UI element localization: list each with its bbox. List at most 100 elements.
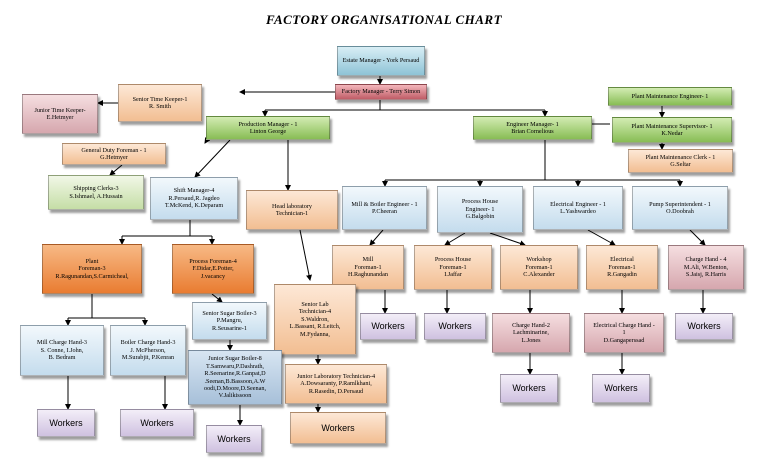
box-text-line: Electrical Charge Hand -: [593, 321, 655, 329]
box-text-line: Head laboratory: [271, 202, 313, 210]
box-text-line: C.Alexander: [523, 271, 555, 279]
box-text-line: Pump Superintendent - 1: [649, 200, 711, 208]
box-text-line: Workshop: [526, 256, 552, 264]
workers-box-charge-hand-4: Workers: [675, 313, 733, 340]
box-text-line: Plant: [85, 257, 99, 265]
box-text-line: Technician-4: [298, 308, 332, 316]
box-text-line: Foreman-1: [608, 263, 636, 271]
box-text-line: M.Surabjit, P.Kenran: [121, 354, 175, 362]
box-text-line: Junior Time Keeper-: [34, 106, 86, 114]
box-text-line: S.Waldron,: [301, 315, 329, 323]
box-text-line: Electrical: [610, 256, 634, 264]
box-text-line: J. McPherson,: [130, 346, 166, 354]
box-text-line: L.Yashwardeo: [560, 208, 596, 215]
factory-manager-box: Factory Manager - Terry Simon: [335, 84, 427, 100]
box-text-line: Engineer- 1: [465, 205, 495, 213]
box-text-line: F.Didar,E.Potter,: [192, 265, 234, 273]
box-text-line: Senior Sugar Boiler-3: [202, 309, 257, 317]
box-text-line: Mill: [362, 256, 374, 264]
workers-box-mill: Workers: [360, 313, 416, 340]
box-text-line: A.Dowsaranty, P.Ramlkhani,: [300, 380, 372, 388]
box-text-line: G.Balgobin: [465, 213, 495, 221]
box-text-line: R. Smith: [148, 103, 171, 110]
workers-box-junior-sugar-boiler: Workers: [206, 425, 262, 453]
box-text-line: Factory Manager - Terry Simon: [341, 88, 421, 96]
box-text-line: L.Bassant, R.Leitch,: [289, 323, 341, 331]
box-text-line: P.Mangru,: [216, 317, 243, 325]
box-text-line: K.Nedar: [661, 130, 683, 137]
box-text-line: 1: [622, 329, 626, 337]
box-text-line: L.Jones: [521, 336, 541, 344]
box-text-line: T.McKend, K.Deparam: [164, 202, 224, 210]
box-text-line: R.Ragunandan,S.Carmicheal,: [55, 272, 129, 280]
box-text-line: D.Gangaperssad: [603, 336, 645, 344]
box-text-line: M.Ali, W.Benton,: [683, 263, 729, 271]
box-text-line: oodi,D.Moore,D.Seenan,: [203, 384, 267, 392]
box-text-line: Shipping Clerks-3: [73, 185, 119, 193]
box-text-line: R.Persaud,R. Jagdeo: [168, 194, 220, 202]
box-text-line: Linton George: [249, 128, 287, 135]
box-text-line: Process House: [461, 198, 499, 206]
estate-manager-box: Estate Manager - York Persaud: [337, 46, 425, 76]
workers-box-process-house: Workers: [424, 313, 486, 340]
box-text-line: Production Manager - 1: [238, 120, 298, 128]
box-text-line: Charge Hand - 4: [685, 256, 727, 264]
box-text-line: S. Conne, I.John,: [40, 346, 84, 354]
chart-title: FACTORY ORGANISATIONAL CHART: [265, 12, 503, 27]
box-text-line: Foreman-1: [354, 263, 382, 271]
box-text-line: G.Hetmyer: [100, 154, 128, 161]
box-text-line: R.Gangadin: [607, 271, 637, 279]
box-text-line: V.Jalikissoon: [218, 392, 252, 400]
box-text-line: Junior Sugar Boiler-8: [208, 355, 262, 363]
box-text-line: R.Seenarine,R.Ganpat,D: [204, 370, 266, 378]
box-text-line: Foreman-1: [439, 263, 467, 271]
box-text-line: H.Raghunandan: [347, 271, 389, 279]
box-text-line: Charge Hand-2: [512, 321, 550, 329]
box-text-line: Brian Cornelious: [511, 128, 554, 135]
box-text-line: B. Bedram: [48, 354, 76, 362]
box-text-line: S.Jaisj, R.Harris: [685, 271, 727, 279]
box-text-line: S.Ishmael, A.Hussain: [69, 192, 123, 200]
box-text-line: Technician-1: [275, 210, 309, 217]
box-text-line: Mill Charge Hand-3: [36, 339, 88, 347]
box-text-line: Senior Lab: [301, 300, 329, 308]
box-text-line: Plant Maintenance Engineer- 1: [631, 92, 709, 100]
box-text-line: Shift Manager-4: [173, 187, 215, 195]
box-text-line: Lachminarine,: [513, 329, 549, 337]
box-text-line: R.Seusarine-1: [212, 324, 247, 332]
box-text-line: T.Samwaru,P.Dashrath,: [206, 362, 264, 370]
box-text-line: Boiler Charge Hand-3: [120, 339, 176, 347]
box-text-line: Plant Maintenance Clerk - 1: [645, 153, 716, 161]
workers-box-workshop: Workers: [500, 374, 558, 403]
box-text-line: Foreman-1: [525, 263, 553, 271]
box-text-line: Process House: [434, 256, 472, 264]
workers-box-mill-charge-hand: Workers: [37, 409, 95, 437]
box-text-line: .Seenan,B.Bassoon,A.W: [204, 377, 266, 385]
box-text-line: Foreman-3: [78, 265, 106, 273]
box-text-line: General Duty Foreman - 1: [81, 146, 147, 154]
junior-time-keeper-box: Junior Time Keeper-E.Hetmyer: [22, 94, 98, 134]
